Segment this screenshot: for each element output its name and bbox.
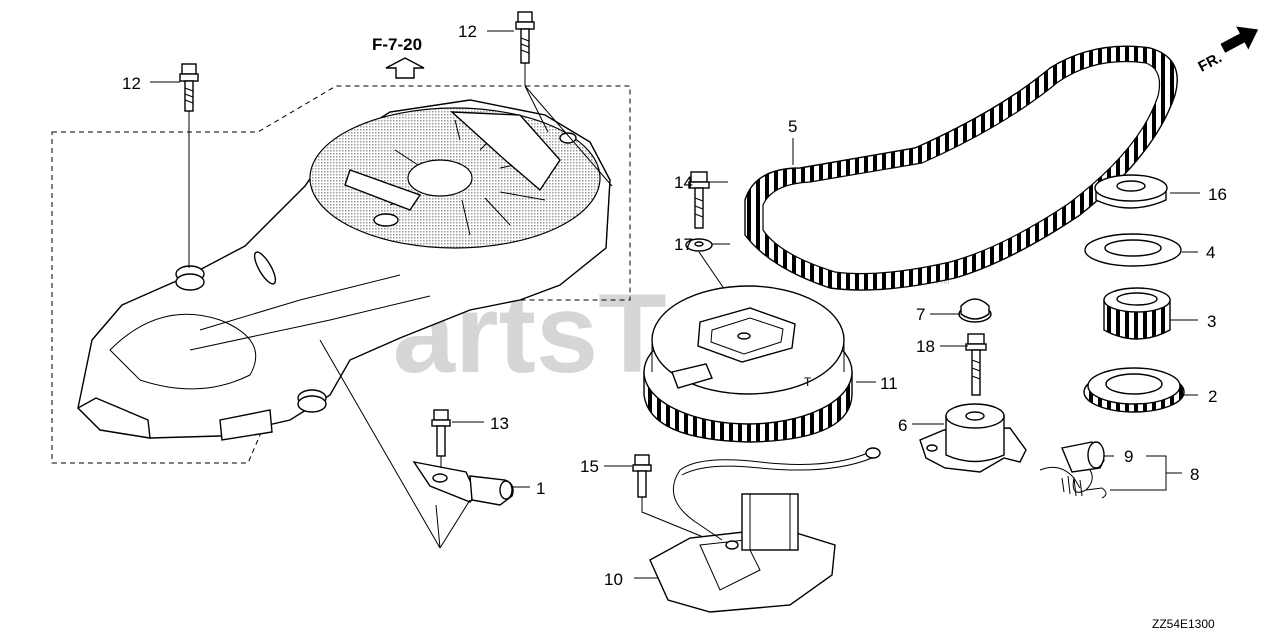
callout-6[interactable]: 6: [898, 416, 907, 435]
drive-belt[interactable]: [744, 45, 1178, 291]
callout-3[interactable]: 3: [1207, 312, 1216, 331]
callout-7[interactable]: 7: [916, 305, 925, 324]
callout-17[interactable]: 17: [674, 235, 693, 254]
bracket-1[interactable]: [412, 460, 514, 506]
cover-boss: [373, 213, 399, 227]
spring-assembly-8[interactable]: [1039, 441, 1107, 499]
gear-3[interactable]: [1103, 287, 1171, 340]
up-arrow-icon: [385, 57, 425, 79]
nut-16[interactable]: [1094, 174, 1168, 209]
front-direction-indicator: FR.: [1195, 26, 1259, 76]
fan-hub: [407, 159, 473, 197]
cap-7[interactable]: [958, 298, 992, 323]
reference-arrow[interactable]: F-7-20: [372, 35, 425, 79]
cover-clip: [219, 409, 273, 441]
bolt-12-top[interactable]: [515, 11, 535, 64]
callout-12-left[interactable]: 12: [122, 74, 141, 93]
washer-4[interactable]: [1084, 233, 1182, 267]
ring-2[interactable]: [1083, 367, 1185, 413]
callout-16[interactable]: 16: [1208, 185, 1227, 204]
direction-label: FR.: [1195, 49, 1224, 75]
flywheel[interactable]: T: [643, 285, 853, 443]
callout-10[interactable]: 10: [604, 570, 623, 589]
direction-arrow-icon: [1220, 26, 1259, 53]
callout-1[interactable]: 1: [536, 479, 545, 498]
washer-17[interactable]: [685, 238, 713, 252]
callout-8[interactable]: 8: [1190, 465, 1199, 484]
callout-18[interactable]: 18: [916, 337, 935, 356]
flywheel-mark: T: [804, 375, 812, 389]
idler-pulley-6[interactable]: [919, 403, 1027, 473]
callout-4[interactable]: 4: [1206, 243, 1215, 262]
belt-inner: [762, 60, 1161, 275]
diagram-code: ZZ54E1300: [1152, 617, 1215, 631]
cover-assembly-outline: [51, 85, 631, 464]
fan-grille-slot: [450, 111, 561, 192]
callout-15[interactable]: 15: [580, 457, 599, 476]
callout-13[interactable]: 13: [490, 414, 509, 433]
callout-14[interactable]: 14: [674, 173, 693, 192]
callout-9[interactable]: 9: [1124, 447, 1133, 466]
cover-tab-left: [76, 397, 151, 439]
bolt-13[interactable]: [431, 409, 451, 457]
callout-11[interactable]: 11: [880, 374, 898, 393]
bolt-12-left[interactable]: [179, 63, 199, 112]
bolt-15[interactable]: [632, 454, 652, 498]
reference-label[interactable]: F-7-20: [372, 35, 422, 54]
bolt-18[interactable]: [965, 333, 987, 396]
belt-cover[interactable]: [76, 99, 611, 441]
callout-5[interactable]: 5: [788, 117, 797, 136]
fan-grille-slot-2: [344, 169, 422, 211]
ignition-module[interactable]: [649, 447, 881, 613]
callout-12-top[interactable]: 12: [458, 22, 477, 41]
callout-2[interactable]: 2: [1208, 387, 1217, 406]
cover-slot: [253, 251, 277, 285]
